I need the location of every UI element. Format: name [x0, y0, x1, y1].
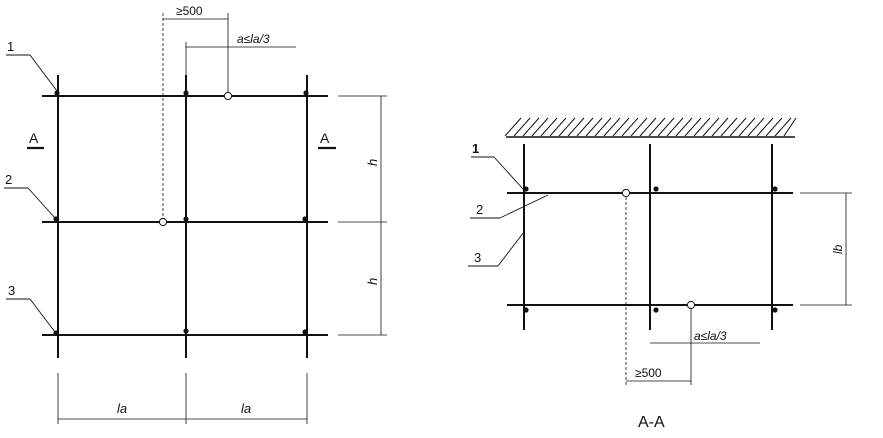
hatch-stroke — [621, 117, 639, 137]
left-grid-view: 1 2 3 A A ≥500 a≤la/3 h h la la — [4, 4, 387, 424]
section-overlap-dim-label: ≥500 — [635, 366, 662, 380]
section-joint-dot — [772, 307, 778, 313]
hatch-stroke — [576, 117, 594, 137]
hatch-stroke — [594, 117, 612, 137]
section-joint-dot — [523, 186, 529, 192]
height-upper-label: h — [365, 159, 380, 166]
left-joint-dot — [183, 90, 189, 96]
left-callout-2: 2 — [5, 172, 12, 187]
overlap-dim-label: ≥500 — [176, 4, 203, 18]
slab-hatching — [504, 117, 797, 137]
hatch-stroke — [711, 117, 729, 137]
left-joint-dot — [183, 216, 189, 222]
hatch-stroke — [747, 117, 765, 137]
left-callout-3: 3 — [8, 283, 15, 298]
hatch-stroke — [630, 117, 648, 137]
section-joint-dot — [772, 186, 778, 192]
left-joint-dot — [303, 90, 309, 96]
hatch-stroke — [567, 117, 585, 137]
hatch-stroke — [513, 117, 531, 137]
hatch-stroke — [522, 117, 540, 137]
section-callout-1: 1 — [472, 141, 479, 156]
hatch-stroke — [549, 117, 567, 137]
hatch-stroke — [639, 117, 657, 137]
section-callout-leader-2-slant — [499, 194, 549, 219]
hatch-stroke — [783, 117, 797, 137]
left-joint-dot — [54, 90, 60, 96]
section-joint-dot — [653, 186, 659, 192]
span-right-label: la — [241, 401, 251, 416]
section-mark-right: A — [320, 130, 330, 146]
left-joint-dot — [302, 329, 308, 335]
hatch-stroke — [765, 117, 783, 137]
span-left-label: la — [117, 401, 127, 416]
section-splice-ring-top — [621, 188, 631, 198]
section-callout-leader-1-slant — [493, 156, 525, 191]
section-view: 1 2 3 lb a≤la/3 ≥500 A-A — [468, 117, 852, 431]
section-splice-ring-bottom — [686, 300, 696, 310]
hatch-stroke — [774, 117, 792, 137]
height-lower-label: h — [365, 278, 380, 285]
hatch-stroke — [657, 117, 675, 137]
hatch-stroke — [702, 117, 720, 137]
left-splice-ring-top — [223, 91, 233, 101]
left-joint-dot — [183, 328, 189, 334]
left-callout-leader-3-slant — [29, 298, 56, 333]
hatch-stroke — [693, 117, 711, 137]
left-callout-leader-1-slant — [29, 54, 58, 92]
section-offset-dim-label: a≤la/3 — [694, 329, 727, 343]
hatch-stroke — [729, 117, 747, 137]
section-title: A-A — [638, 414, 665, 431]
hatch-stroke — [612, 117, 630, 137]
section-callout-3: 3 — [474, 250, 481, 265]
left-callout-1: 1 — [7, 39, 14, 54]
section-callout-2: 2 — [476, 202, 483, 217]
hatch-stroke — [675, 117, 693, 137]
left-callout-leader-2-slant — [27, 187, 56, 219]
section-callout-leader-3-slant — [497, 231, 525, 267]
lb-dim-label: lb — [831, 244, 845, 254]
left-joint-dot — [302, 216, 308, 222]
section-mark-left: A — [29, 130, 39, 146]
hatch-stroke — [558, 117, 576, 137]
hatch-stroke — [603, 117, 621, 137]
section-joint-dot — [523, 307, 529, 313]
section-joint-dot — [653, 307, 659, 313]
hatch-stroke — [648, 117, 666, 137]
hatch-stroke — [756, 117, 774, 137]
hatch-stroke — [720, 117, 738, 137]
hatch-stroke — [540, 117, 558, 137]
hatch-stroke — [504, 117, 522, 137]
hatch-stroke — [684, 117, 702, 137]
hatch-stroke — [585, 117, 603, 137]
hatch-stroke — [666, 117, 684, 137]
hatch-stroke — [738, 117, 756, 137]
left-splice-ring-middle — [158, 217, 168, 227]
offset-dim-label: a≤la/3 — [237, 32, 270, 46]
hatch-stroke — [531, 117, 549, 137]
